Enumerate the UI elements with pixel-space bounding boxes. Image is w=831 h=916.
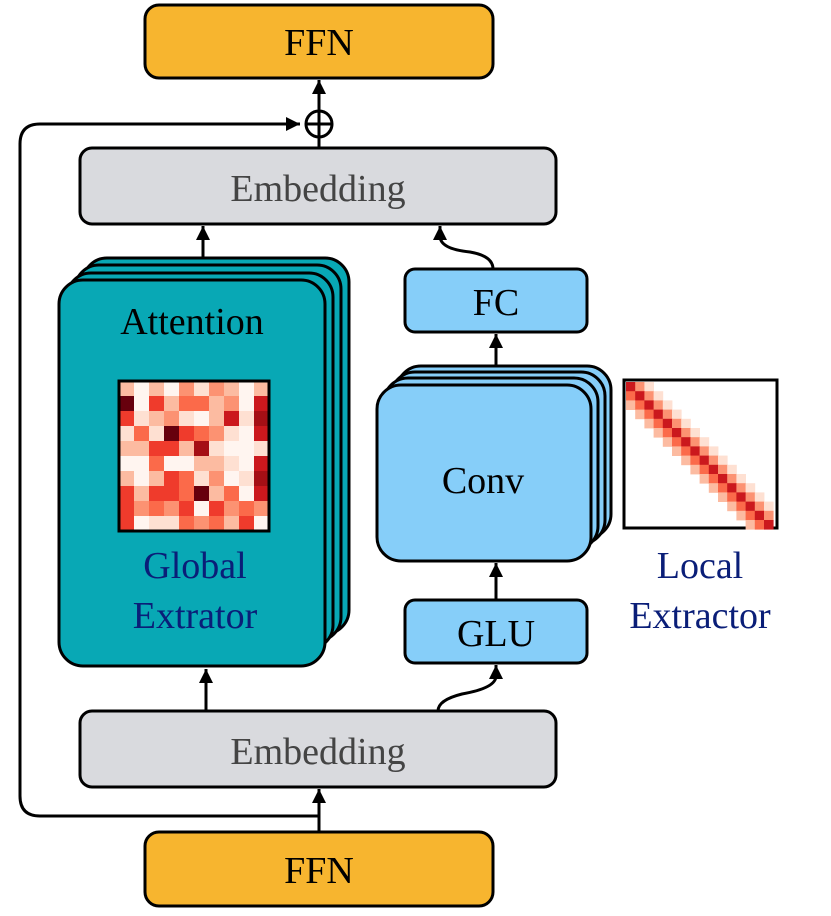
heatmap-grid-icon xyxy=(117,379,271,533)
embedding-bottom-block: Embedding xyxy=(78,709,558,789)
glu-label: GLU xyxy=(457,613,535,655)
embedding-top-block: Embedding xyxy=(78,146,558,226)
embedding-bottom-label: Embedding xyxy=(230,731,405,773)
banded-diagonal-heatmap-icon xyxy=(622,378,779,530)
ffn-bottom-block: FFN xyxy=(143,830,495,908)
attention-label: Attention xyxy=(120,301,264,343)
conv-stack: Conv xyxy=(375,364,613,563)
local-extractor-label-line2: Extractor xyxy=(629,595,771,637)
fc-to-embedding-arrow xyxy=(433,226,495,270)
local-extractor-label-line1: Local xyxy=(657,545,744,587)
attention-stack: Attention Global Extrator xyxy=(57,256,351,668)
fc-label: FC xyxy=(473,282,519,324)
residual-skip-connection xyxy=(18,117,321,828)
circle-plus-icon xyxy=(304,109,334,139)
glu-block: GLU xyxy=(403,598,589,665)
ffn-top-block: FFN xyxy=(143,3,495,80)
embedding-to-glu-arrow xyxy=(436,665,503,712)
conv-label: Conv xyxy=(442,460,524,502)
fc-block: FC xyxy=(403,267,589,334)
ffn-bottom-label: FFN xyxy=(284,850,354,892)
global-extractor-label-line2: Extrator xyxy=(133,595,258,637)
embedding-top-label: Embedding xyxy=(230,168,405,210)
ffn-top-label: FFN xyxy=(284,22,354,64)
global-extractor-label-line1: Global xyxy=(143,545,246,587)
